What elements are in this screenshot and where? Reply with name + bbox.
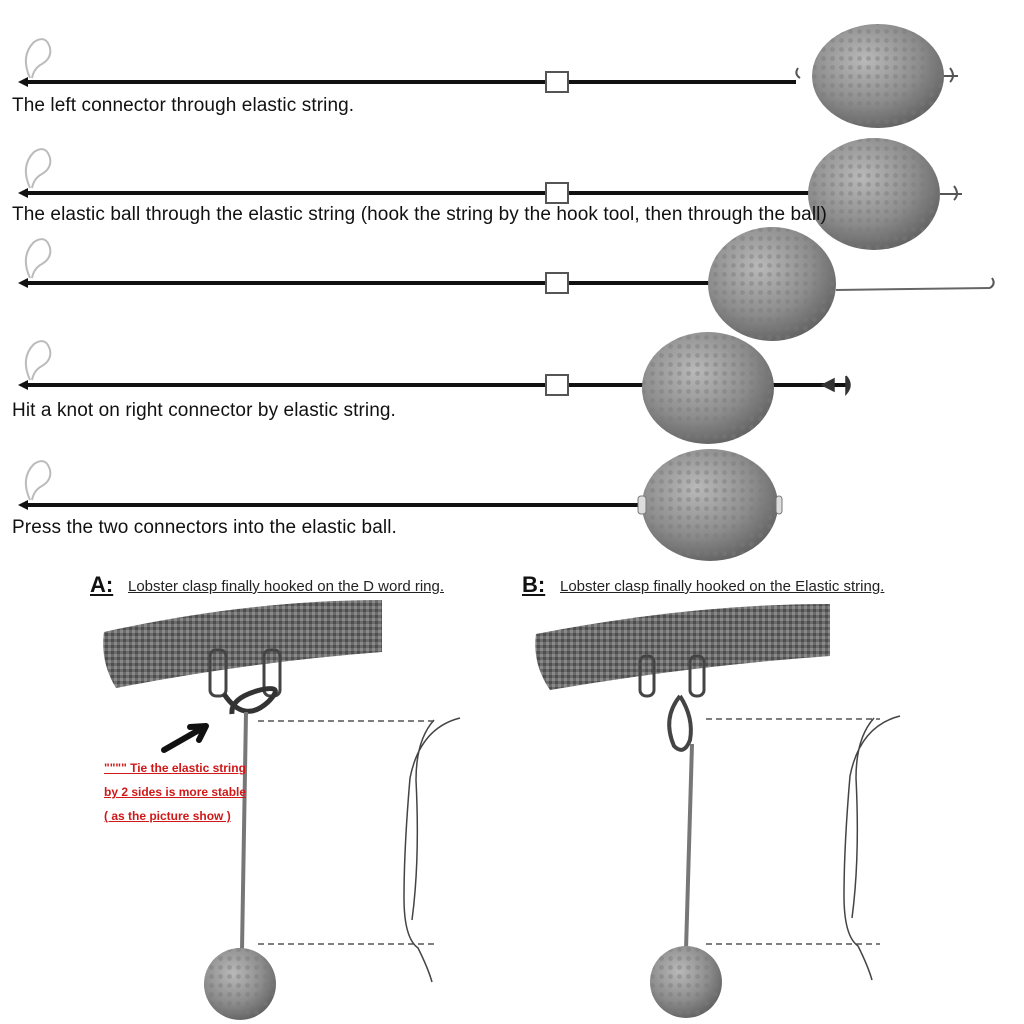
hook-icon [795, 67, 801, 79]
panel-a-illustration [103, 600, 461, 1020]
ball-icon [812, 24, 944, 128]
ball-icon [204, 948, 276, 1020]
knot-icon [221, 686, 278, 715]
headband [535, 604, 830, 690]
d-ring-left [638, 654, 656, 698]
panel-b-heading: Lobster clasp finally hooked on the Elas… [560, 578, 885, 595]
tie-note-line-1: """" Tie the elastic string [104, 761, 246, 775]
headband [103, 600, 382, 688]
step-4-caption: Hit a knot on right connector by elastic… [12, 400, 396, 421]
step-1-caption: The left connector through elastic strin… [12, 95, 355, 116]
elastic-string-hanging [240, 711, 248, 951]
step-1-illustration [18, 24, 958, 128]
elastic-string-hanging [684, 743, 694, 951]
panel-a-heading: Lobster clasp finally hooked on the D wo… [128, 578, 445, 595]
tie-note-line-3: ( as the picture show ) [104, 809, 231, 823]
left-connector-icon [18, 77, 28, 87]
d-ring-right [688, 654, 706, 698]
slider-icon [545, 182, 569, 204]
right-connector-icon [944, 67, 958, 83]
panel-b-illustration [535, 604, 901, 1018]
slider-icon [545, 374, 569, 396]
hook-tool-icon [24, 340, 52, 381]
step-5-caption: Press the two connectors into the elasti… [12, 517, 397, 538]
arm-outline [403, 717, 461, 983]
panel-b-letter: B: [522, 572, 546, 597]
step-3-illustration [18, 227, 995, 341]
left-connector-icon [18, 380, 28, 390]
step-4-illustration [18, 332, 851, 444]
ball-icon [708, 227, 836, 341]
hook-tool-icon [24, 38, 52, 79]
arm-outline [843, 715, 901, 981]
panel-a-letter: A: [90, 572, 114, 597]
left-connector-pressed-icon [637, 495, 647, 515]
left-connector-icon [18, 500, 28, 510]
hook-icon [989, 277, 995, 289]
d-ring-left [208, 648, 228, 698]
step-2-caption: The elastic ball through the elastic str… [12, 204, 827, 225]
slider-icon [545, 71, 569, 93]
tie-note-line-2: by 2 sides is more stable [104, 785, 247, 799]
ball-icon [642, 449, 778, 561]
ball-icon [650, 946, 722, 1018]
right-connector-pressed-icon [775, 495, 783, 515]
hook-tool-icon [24, 238, 52, 279]
hook-tool-icon [24, 148, 52, 189]
step-5-illustration [18, 449, 783, 561]
ball-icon [642, 332, 774, 444]
lobster-clasp-icon [667, 694, 693, 752]
right-connector-icon [940, 185, 962, 201]
left-connector-icon [18, 278, 28, 288]
arrow-icon [161, 723, 209, 753]
slider-icon [545, 272, 569, 294]
step-2-illustration [18, 138, 962, 250]
hook-tool-icon [24, 460, 52, 501]
ball-icon [808, 138, 940, 250]
left-connector-icon [18, 188, 28, 198]
hook-tool-line [835, 287, 991, 291]
right-connector-knot-icon [820, 375, 851, 396]
